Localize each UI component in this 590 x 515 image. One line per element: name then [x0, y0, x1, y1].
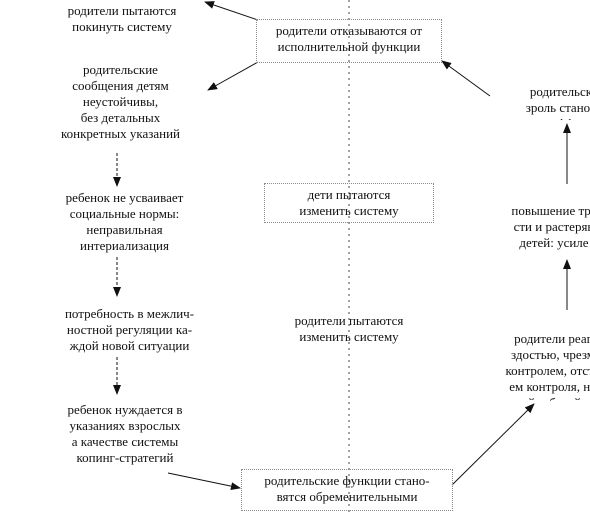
node-right-bottom-text: родители реаг здостью, чрезм контролем, …: [505, 331, 590, 401]
node-parent-messages: родительские сообщения детям неустойчивы…: [61, 62, 180, 141]
arrow-burden-to-right-bottom: [451, 403, 535, 486]
arrow-refuse-to-messages: [207, 61, 259, 91]
node-children-try: дети пытаются изменить систему: [264, 183, 434, 223]
node-right-mid: повышение тре сти и растерян детей: усил…: [484, 187, 590, 257]
node-child-needs: ребенок нуждается в указаниях взрослых а…: [67, 402, 183, 465]
node-right-mid-text: повышение тре сти и растерян детей: усил…: [511, 203, 590, 257]
node-functions-burden: родительские функции стано- вятся обреме…: [241, 469, 453, 511]
arrow-right-top-to-refuse: [441, 60, 491, 97]
node-right-top: родительск зроль станов нее эффект: [496, 68, 590, 120]
node-parents-try: родители пытаются изменить систему: [294, 313, 404, 344]
node-right-bottom: родители реаг здостью, чрезм контролем, …: [480, 315, 590, 401]
node-parents-refuse: родители отказываются от исполнительной …: [256, 19, 442, 63]
arrow-refuse-to-leave: [204, 1, 259, 21]
node-parents-leave: родители пытаются покинуть систему: [67, 3, 177, 34]
node-child-no-norms: ребенок не усваивает социальные нормы: н…: [65, 190, 184, 253]
arrow-needs-to-burden: [167, 472, 241, 491]
node-right-top-text: родительск зроль станов нее эффект: [525, 84, 590, 120]
node-need-regulation: потребность в межлич- ностной регуляции …: [64, 306, 195, 353]
